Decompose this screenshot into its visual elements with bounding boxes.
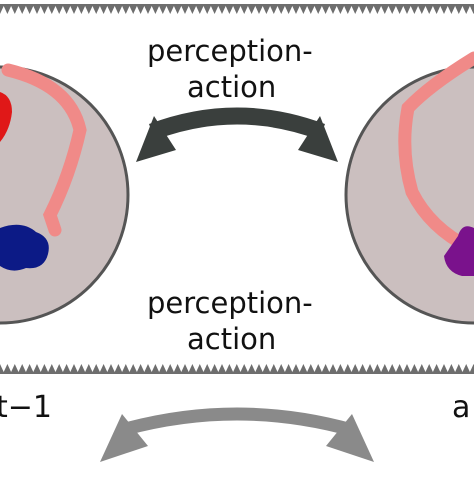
arrowhead-right-top (298, 116, 338, 162)
double-arrow-bottom (120, 407, 354, 437)
middle-label-line2: action (187, 322, 277, 356)
right-cell (344, 51, 474, 325)
serration-teeth (0, 364, 474, 374)
strip-top-serration (0, 4, 474, 14)
arrowhead-left-top (136, 116, 176, 162)
right-cell-path (398, 51, 474, 255)
serration-teeth (0, 4, 474, 14)
middle-label-line1: perception- (147, 286, 313, 320)
left-cell (0, 63, 130, 325)
left-red-blob (0, 92, 12, 142)
arrowhead-right-bottom (326, 414, 374, 462)
double-arrow-top (149, 107, 325, 140)
right-purple-blob (444, 226, 474, 276)
top-label-line2: action (187, 70, 277, 104)
strip-band (0, 12, 474, 364)
strip-bottom-serration (0, 364, 474, 374)
right-caption: a (452, 390, 471, 425)
left-caption: t−1 (0, 390, 52, 425)
arrowhead-left-bottom (100, 414, 148, 462)
left-blue-blob (0, 224, 49, 271)
left-cell-path (1, 63, 87, 237)
top-label-line1: perception- (147, 34, 313, 68)
